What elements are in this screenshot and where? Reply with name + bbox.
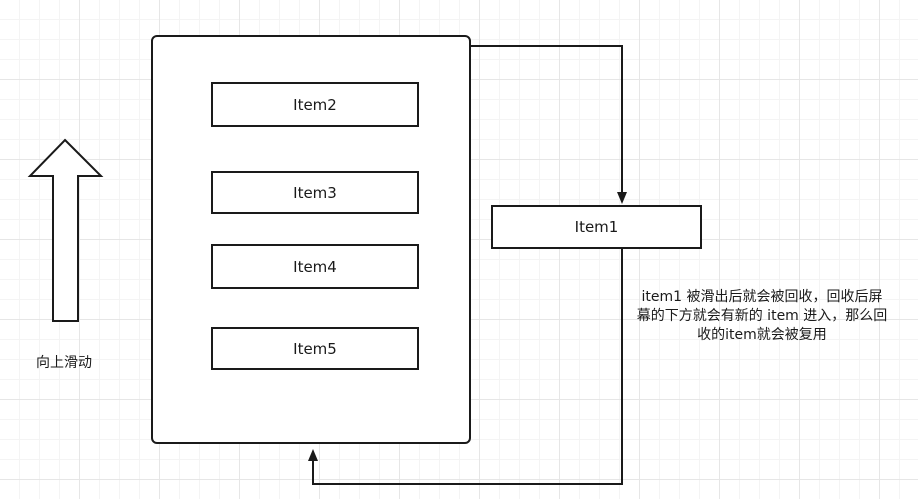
item1-label: Item1 bbox=[574, 218, 619, 236]
note-line-2: 幕的下方就会有新的 item 进入，那么回 bbox=[636, 308, 888, 324]
recycled-item-item1: Item1 bbox=[491, 205, 702, 249]
scroll-direction-label: 向上滑动 bbox=[36, 355, 92, 371]
scroll-up-arrow-icon bbox=[27, 138, 104, 322]
item5-label: Item5 bbox=[293, 339, 337, 358]
note-line-3: 收的item就会被复用 bbox=[697, 327, 827, 343]
item4-label: Item4 bbox=[293, 257, 337, 276]
reuse-in-connector bbox=[308, 249, 623, 485]
list-item-item5: Item5 bbox=[211, 327, 419, 370]
list-item-item3: Item3 bbox=[211, 171, 419, 214]
note-line-1: item1 被滑出后就会被回收，回收后屏 bbox=[641, 289, 883, 305]
list-item-item2: Item2 bbox=[211, 82, 419, 127]
arrowhead-item1 bbox=[617, 192, 627, 204]
recycle-explanation-note: item1 被滑出后就会被回收，回收后屏 幕的下方就会有新的 item 进入，那… bbox=[612, 288, 912, 345]
item3-label: Item3 bbox=[293, 183, 337, 202]
arrowhead-list-bottom bbox=[308, 449, 318, 461]
item2-label: Item2 bbox=[293, 95, 337, 114]
list-item-item4: Item4 bbox=[211, 244, 419, 289]
